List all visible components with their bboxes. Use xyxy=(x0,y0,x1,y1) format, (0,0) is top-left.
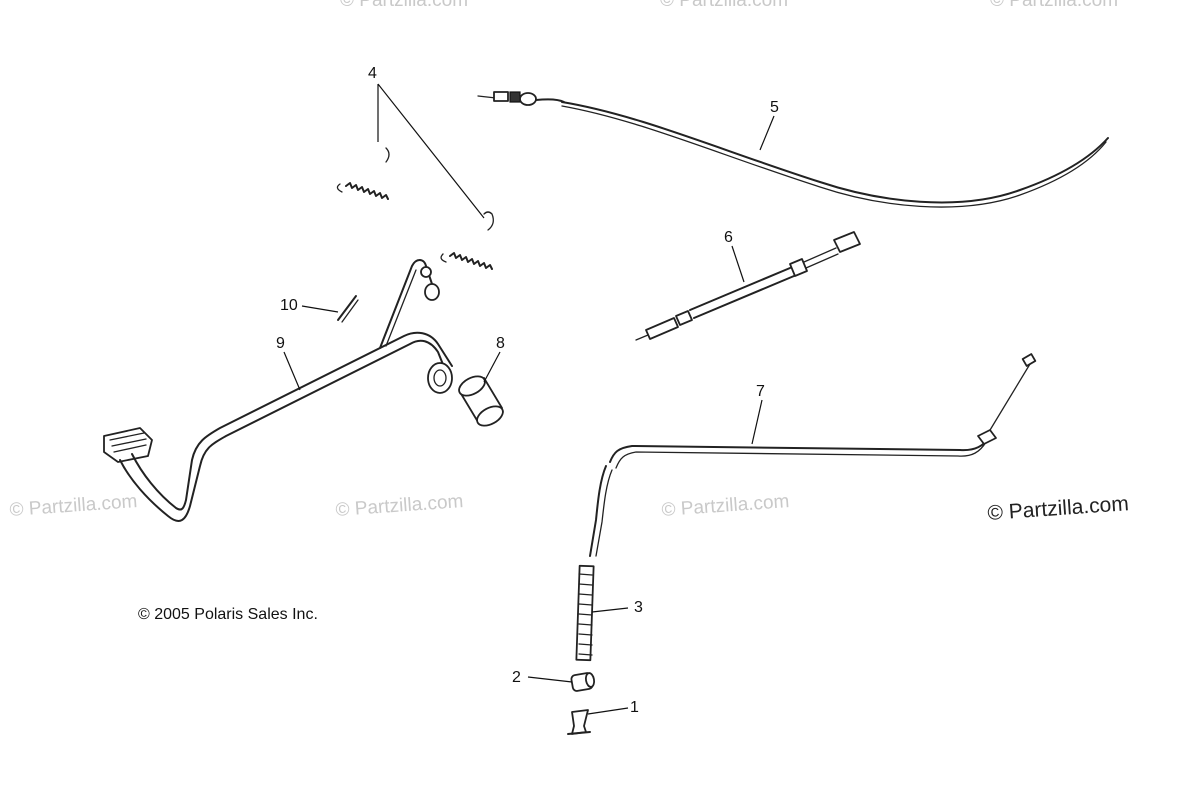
bushing-part-8[interactable] xyxy=(456,372,506,429)
callout-8: 8 xyxy=(496,335,505,352)
cable-part-5[interactable] xyxy=(477,91,1109,208)
brake-pedal-part-9[interactable] xyxy=(103,259,453,522)
spring-part-3[interactable] xyxy=(575,564,595,662)
cotter-pin-part-10[interactable] xyxy=(337,295,359,323)
leader-4b xyxy=(377,83,485,219)
callout-6: 6 xyxy=(724,229,733,246)
cable-part-7[interactable] xyxy=(589,353,1037,557)
copyright-text: © 2005 Polaris Sales Inc. xyxy=(138,606,318,623)
pin-part-1[interactable] xyxy=(567,709,591,735)
leader-6 xyxy=(731,245,745,283)
sleeve-part-2[interactable] xyxy=(570,672,596,692)
leader-10 xyxy=(301,305,339,313)
watermark-top-2: © Partzilla.com xyxy=(340,0,468,11)
leader-5 xyxy=(759,115,775,151)
cable-part-6[interactable] xyxy=(635,231,861,341)
watermark-top-3: © Partzilla.com xyxy=(660,0,788,11)
callout-9: 9 xyxy=(276,335,285,352)
watermark-main: © Partzilla.com xyxy=(987,492,1130,525)
leader-7 xyxy=(751,399,763,445)
spring-part-4-lower[interactable] xyxy=(440,211,494,270)
watermark-mid-3: © Partzilla.com xyxy=(661,491,790,521)
callout-1: 1 xyxy=(630,699,639,716)
callout-10: 10 xyxy=(280,297,298,314)
leader-1 xyxy=(587,707,629,715)
leader-8 xyxy=(483,351,501,383)
callout-4: 4 xyxy=(368,65,377,82)
leader-9 xyxy=(283,351,301,391)
spring-part-4-upper[interactable] xyxy=(336,147,390,200)
watermark-mid-2: © Partzilla.com xyxy=(335,491,464,521)
watermark-mid-1: © Partzilla.com xyxy=(9,491,138,521)
callout-2: 2 xyxy=(512,669,521,686)
leader-3 xyxy=(591,607,629,613)
callout-3: 3 xyxy=(634,599,643,616)
watermark-top-4: © Partzilla.com xyxy=(990,0,1118,11)
callout-5: 5 xyxy=(770,99,779,116)
callout-7: 7 xyxy=(756,383,765,400)
leader-2 xyxy=(527,676,573,683)
